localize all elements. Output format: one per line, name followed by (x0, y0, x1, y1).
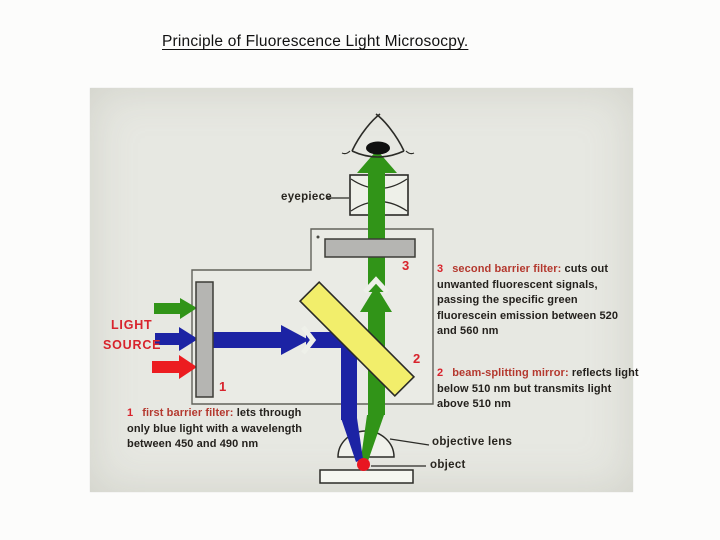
marker-1: 1 (219, 379, 227, 394)
beam-break-chevron (301, 325, 317, 355)
marker-2: 2 (413, 351, 421, 366)
annotation-number: 1 (127, 407, 134, 419)
light-source-red-arrow (152, 355, 197, 379)
objective-lens-pointer-line (389, 438, 430, 446)
beam-splitting-mirror (298, 280, 416, 398)
annotation-term: beam-splitting mirror: (452, 367, 569, 379)
light-source-label-line2: SOURCE (103, 338, 162, 352)
annotation-number: 2 (437, 367, 444, 379)
annotation-term: first barrier filter: (142, 407, 234, 419)
annotation-second-barrier-filter: 3 second barrier filter: cuts out unwante… (437, 262, 625, 340)
second-barrier-filter (324, 238, 416, 258)
light-source-blue-arrow (155, 327, 198, 351)
first-barrier-filter (195, 281, 214, 398)
eye-icon (341, 113, 415, 158)
film-speck (316, 235, 320, 239)
object-specimen-dot (357, 458, 370, 471)
beam-break-chevron (363, 276, 389, 294)
page-title: Principle of Fluorescence Light Microsoc… (162, 33, 469, 50)
annotation-first-barrier-filter: 1 first barrier filter: lets through only… (127, 406, 325, 453)
objective-lens-label: objective lens (432, 436, 513, 448)
light-source-green-arrow (154, 298, 197, 319)
annotation-beam-splitting-mirror: 2 beam-splitting mirror: reflects light b… (437, 366, 641, 413)
object-label: object (430, 459, 466, 471)
annotation-description: reflects light below 510 nm but transmit… (437, 367, 639, 410)
annotation-number: 3 (437, 263, 444, 275)
annotation-description: cuts out unwanted fluorescent signals, p… (437, 263, 619, 337)
light-source-label-line1: LIGHT (111, 318, 153, 332)
slide-glass (319, 469, 414, 484)
eyepiece-label: eyepiece (281, 191, 332, 203)
annotation-description: lets through only blue light with a wave… (127, 407, 303, 450)
annotation-term: second barrier filter: (452, 263, 562, 275)
marker-3: 3 (402, 258, 410, 273)
